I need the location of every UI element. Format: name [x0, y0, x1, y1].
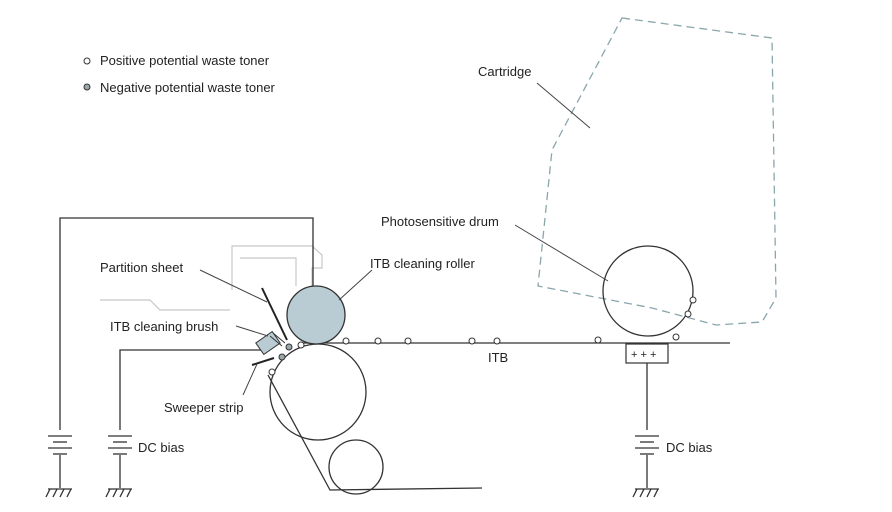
photosensitive-drum-label: Photosensitive drum: [381, 214, 499, 229]
itb-cleaning-brush-label: ITB cleaning brush: [110, 319, 218, 334]
positive-toner-particle: [493, 337, 501, 345]
drum-bias-wiring: DC bias: [632, 363, 713, 498]
cleaning-brush-leader-line: [235, 325, 269, 337]
dc-bias-left-label: DC bias: [138, 440, 185, 455]
positive-toner-particle: [268, 368, 276, 376]
itb-label: ITB: [488, 350, 508, 365]
cleaning-roller-leader-line: [338, 269, 373, 301]
brush-bias-wiring: DC bias: [105, 349, 268, 498]
sweeper-strip-label: Sweeper strip: [164, 400, 243, 415]
itb-cleaning-brush: ITB cleaning brush: [110, 319, 286, 356]
partition-sheet-label: Partition sheet: [100, 260, 183, 275]
primary-transfer-roller: + + +: [625, 343, 669, 364]
ground-icon: [632, 488, 659, 498]
drum-leader-line: [514, 224, 609, 282]
ground-icon: [105, 488, 132, 498]
positive-toner-particle: [672, 333, 680, 341]
positive-toner-particle: [374, 337, 382, 345]
ground-icon: [45, 488, 72, 498]
positive-toner-particle: [684, 310, 692, 318]
legend: Positive potential waste toner Negative …: [83, 53, 276, 95]
itb-cleaning-roller-label: ITB cleaning roller: [370, 256, 475, 271]
cartridge-label: Cartridge: [478, 64, 531, 79]
negative-toner-legend-icon: [83, 83, 91, 91]
positive-toner-legend-icon: [83, 57, 91, 65]
photosensitive-drum: Photosensitive drum: [381, 214, 694, 337]
cleaning-unit-housing: [100, 245, 323, 311]
positive-toner-particle: [468, 337, 476, 345]
cartridge: Cartridge: [478, 17, 777, 326]
positive-toner-particle: [594, 336, 602, 344]
positive-toner-particle: [342, 337, 350, 345]
itb-tension-roller: [328, 439, 384, 495]
negative-toner-particle: [285, 343, 293, 351]
positive-toner-particle: [404, 337, 412, 345]
roller-bias-wiring: [45, 217, 314, 498]
charge-marks: + + +: [631, 349, 656, 361]
itb-cleaning-roller: ITB cleaning roller: [286, 256, 475, 345]
itb-belt: ITB: [267, 342, 730, 491]
positive-toner-particle: [689, 296, 697, 304]
sweeper-strip: Sweeper strip: [164, 357, 275, 415]
negative-waste-toner-particles: [278, 343, 293, 361]
negative-toner-particle: [278, 353, 286, 361]
legend-negative-label: Negative potential waste toner: [100, 80, 276, 95]
dc-bias-right-label: DC bias: [666, 440, 713, 455]
partition-sheet: Partition sheet: [100, 260, 288, 341]
positive-waste-toner-particles: [268, 296, 697, 376]
legend-positive-label: Positive potential waste toner: [100, 53, 270, 68]
sweeper-strip-leader-line: [242, 363, 258, 396]
positive-toner-particle: [297, 341, 305, 349]
partition-sheet-leader-line: [199, 269, 268, 303]
cartridge-leader-line: [536, 82, 591, 129]
